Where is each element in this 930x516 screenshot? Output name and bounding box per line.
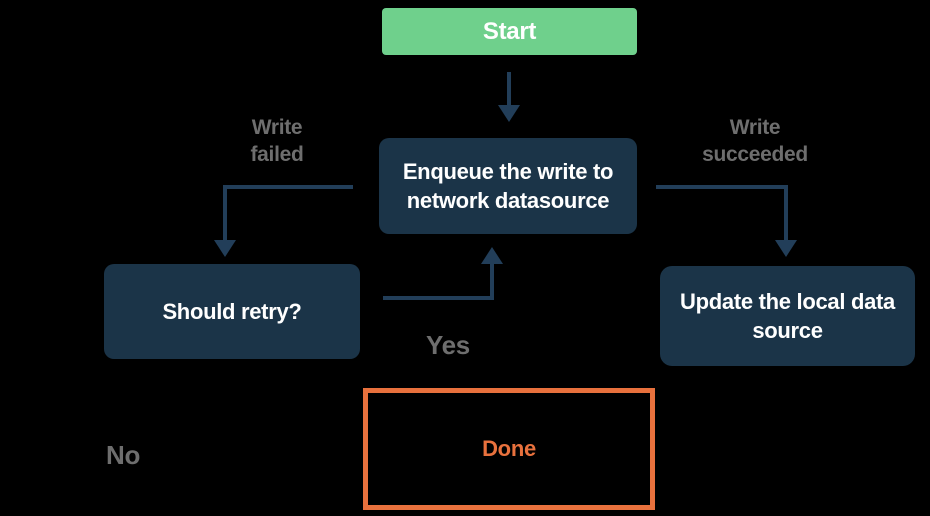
arrowhead-write-succeeded — [775, 240, 797, 257]
edge-label-yes: Yes — [426, 330, 470, 360]
node-start: Start — [382, 8, 637, 55]
arrow-yes — [383, 263, 494, 300]
node-update-local-data-source: Update the local data source — [660, 266, 915, 366]
arrowhead-yes — [481, 247, 503, 264]
edge-label-write-failed: Write failed — [250, 116, 304, 166]
node-done: Done — [363, 388, 655, 510]
arrowhead-start-to-enqueue — [498, 105, 520, 122]
edge-label-no: No — [105, 440, 141, 470]
arrow-write-failed — [223, 185, 353, 241]
node-enqueue-write: Enqueue the write to network datasource — [379, 138, 637, 234]
arrowhead-write-failed — [214, 240, 236, 257]
node-should-retry: Should retry? — [104, 264, 360, 359]
arrow-write-succeeded — [656, 185, 788, 241]
edge-label-write-succeeded: Write succeeded — [702, 116, 808, 166]
